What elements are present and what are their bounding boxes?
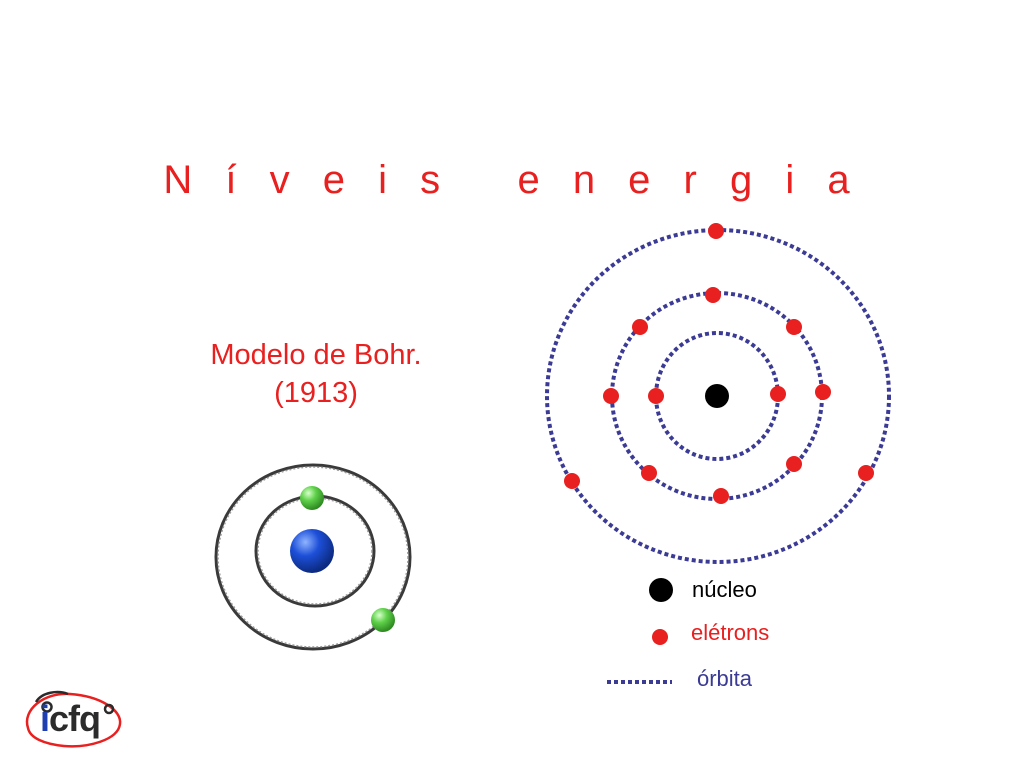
electron: [786, 456, 802, 472]
bohr-model-year: (1913): [274, 377, 358, 409]
nucleus: [705, 384, 729, 408]
electron: [815, 384, 831, 400]
electron: [632, 319, 648, 335]
legend-orbit-label: órbita: [697, 666, 753, 691]
bohr-model-label: Modelo de Bohr. (1913): [180, 336, 452, 412]
electron: [648, 388, 664, 404]
icfq-logo: icfq: [18, 688, 126, 750]
bohr-orbit-outer: [214, 463, 412, 651]
bohr-model-title: Modelo de Bohr.: [210, 339, 422, 371]
logo-wordmark: icfq: [40, 698, 101, 740]
legend-electron-icon: [652, 629, 668, 645]
electron: [641, 465, 657, 481]
electron: [858, 465, 874, 481]
bohr-electron-inner: [300, 486, 324, 510]
bohr-nucleus: [290, 529, 334, 573]
logo-ring-icon: [25, 690, 122, 748]
electron: [786, 319, 802, 335]
legend-nucleus-icon: [649, 578, 673, 602]
legend-electrons-label: elétrons: [691, 620, 770, 645]
page-title: N í v e i s e n e r g i a: [163, 158, 861, 202]
logo-rest: cfq: [49, 698, 101, 739]
electron: [564, 473, 580, 489]
electron: [705, 287, 721, 303]
electron: [713, 488, 729, 504]
electron: [770, 386, 786, 402]
electron: [708, 223, 724, 239]
logo-prefix: i: [40, 698, 50, 739]
bohr-electron-outer: [371, 608, 395, 632]
legend-nucleus-label: núcleo: [692, 577, 757, 602]
electron: [603, 388, 619, 404]
